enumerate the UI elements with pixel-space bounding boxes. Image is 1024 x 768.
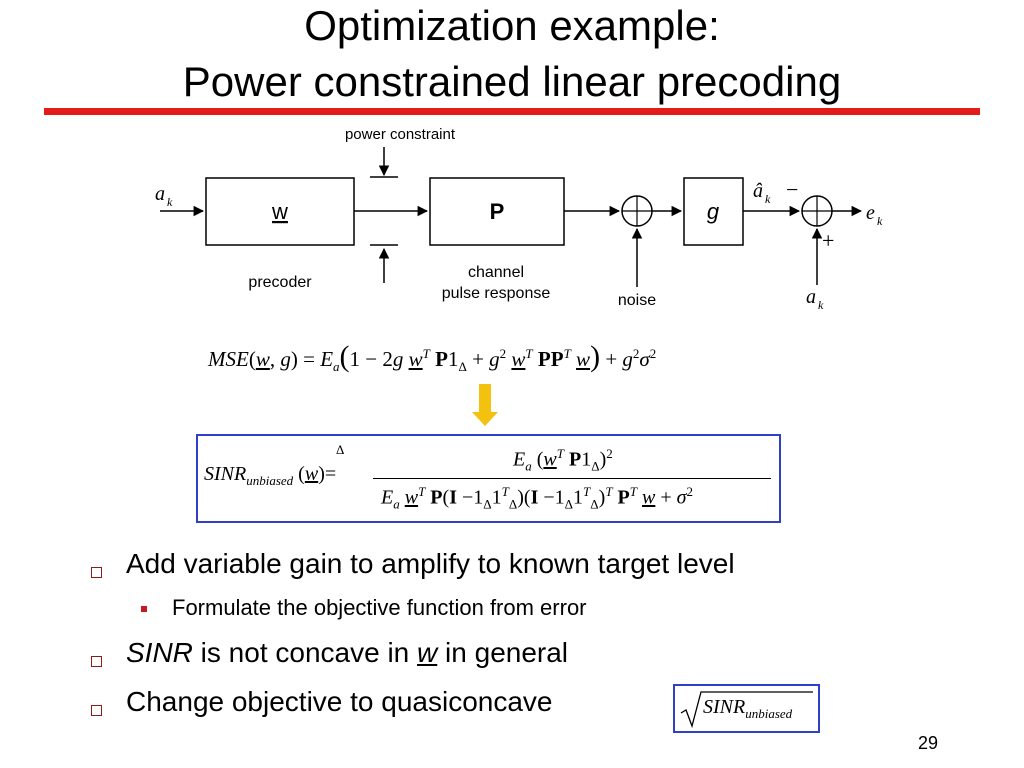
slide-title-line2: Power constrained linear precoding xyxy=(182,58,842,105)
input-subscript-k: k xyxy=(167,195,173,209)
slide-title-line1: Optimization example: xyxy=(304,2,720,49)
sub-bullet-text: Formulate the objective function from er… xyxy=(172,595,587,620)
sinr-numerator: Ea (wT P1Δ)2 xyxy=(513,446,613,474)
bullet-2-sinr: SINR xyxy=(126,637,193,668)
power-constraint-label: power constraint xyxy=(345,126,456,143)
sqrt-sinr-box: SINRunbiased xyxy=(673,684,820,733)
precoder-symbol-w: w xyxy=(271,199,288,224)
channel-label-line2: pulse response xyxy=(442,285,551,302)
fraction-bar xyxy=(373,478,771,479)
sqrt-sinr-text: SINRunbiased xyxy=(703,696,793,721)
noise-label: noise xyxy=(618,292,656,309)
sinr-lhs: SINRunbiased (w)= xyxy=(204,463,337,488)
page-number: 29 xyxy=(917,733,938,753)
mse-equation: MSE(w, g) = Ea(1 − 2g wT P1Δ + g2 wT PPT… xyxy=(208,340,657,375)
bullet-3-text: Change objective to quasiconcave xyxy=(126,686,553,717)
minus-sign: − xyxy=(786,177,798,202)
precoder-label: precoder xyxy=(248,274,312,291)
input-symbol-a: a xyxy=(155,183,165,205)
gain-symbol-g: g xyxy=(707,199,720,224)
bullet-2-w: w xyxy=(417,637,438,668)
defined-as-symbol: Δ xyxy=(336,442,345,457)
sinr-denominator: Ea wT P(I −1Δ1TΔ)(I −1Δ1TΔ)T PT w + σ2 xyxy=(381,484,693,512)
channel-label-line1: channel xyxy=(468,264,524,281)
error-subscript-k: k xyxy=(877,214,883,228)
estimate-symbol-ahat: â xyxy=(753,180,763,202)
reference-subscript-k: k xyxy=(818,298,824,312)
derivation-arrow-head xyxy=(472,412,498,426)
channel-symbol-p: P xyxy=(490,199,505,224)
estimate-subscript-k: k xyxy=(765,192,771,206)
bullet-marker-3 xyxy=(91,705,102,716)
bullet-marker-1 xyxy=(91,567,102,578)
title-underline-rule xyxy=(44,108,980,115)
sqrt-radical xyxy=(680,691,813,729)
derivation-arrow-shaft xyxy=(479,384,491,414)
bullet-2-mid: is not concave in xyxy=(192,637,418,668)
sub-bullet-marker xyxy=(141,606,147,612)
block-diagram: power constraint a k w precoder P channe… xyxy=(155,126,883,312)
error-symbol-e: e xyxy=(866,202,875,224)
sinr-equation-box: SINRunbiased (w)= Δ Ea (wT P1Δ)2 Ea wT P… xyxy=(196,434,781,523)
bullet-1-text: Add variable gain to amplify to known ta… xyxy=(126,548,735,579)
bullet-2-end: in general xyxy=(437,637,569,668)
reference-symbol-a: a xyxy=(806,286,816,308)
bullet-marker-2 xyxy=(91,656,102,667)
bullet-2-text: SINR is not concave in w in general xyxy=(126,637,568,669)
plus-sign: + xyxy=(822,228,834,253)
precoder-block xyxy=(205,177,355,246)
